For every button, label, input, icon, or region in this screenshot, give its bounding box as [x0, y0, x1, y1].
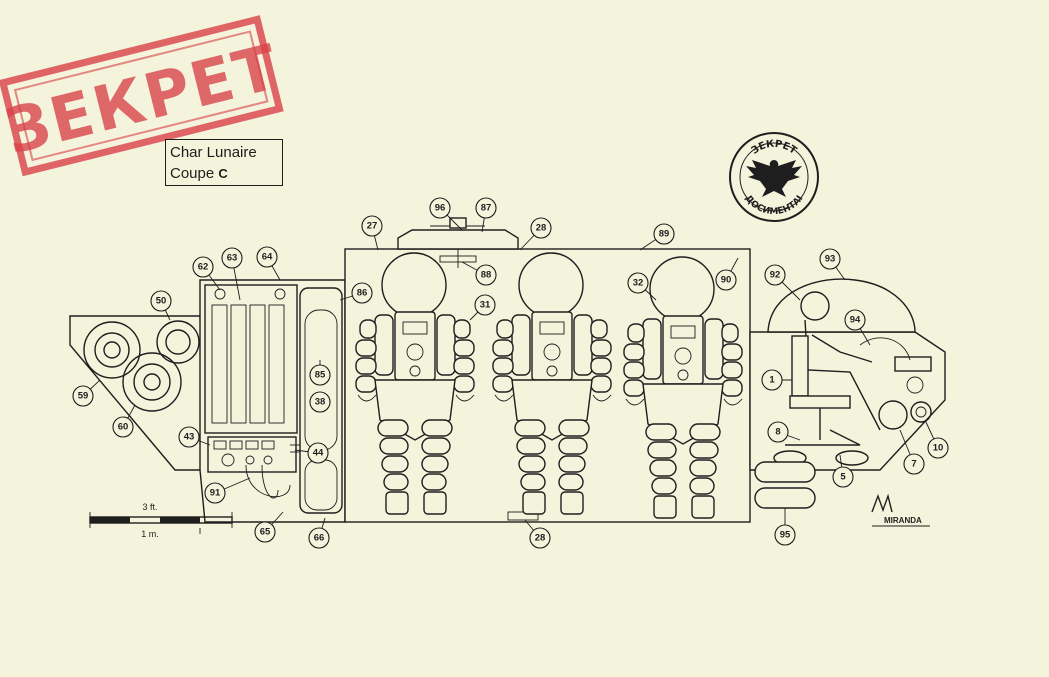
callout-60: 60 [112, 416, 134, 438]
callout-62: 62 [192, 256, 214, 278]
scale-bar: 3 ft. 1 m. [89, 502, 233, 539]
callout-number: 87 [481, 203, 492, 214]
callout-86: 86 [351, 282, 373, 304]
svg-text:ЗЕКРЕТ: ЗЕКРЕТ [750, 139, 799, 157]
callout-91: 91 [204, 482, 226, 504]
callout-28: 28 [529, 527, 551, 549]
callout-10: 10 [927, 437, 949, 459]
title-line-2: Coupe C [170, 163, 278, 184]
callout-63: 63 [221, 247, 243, 269]
callout-number: 5 [840, 472, 846, 483]
seal-emblem: ЗЕКРЕТ ДОСИМЕНТАІ [729, 132, 819, 222]
callout-93: 93 [819, 248, 841, 270]
scale-meter-label: 1 m. [141, 529, 159, 539]
callout-38: 38 [309, 391, 331, 413]
callout-number: 95 [780, 530, 791, 541]
signature-text: MIRANDA [884, 516, 922, 525]
callout-50: 50 [150, 290, 172, 312]
callout-number: 88 [481, 270, 492, 281]
callout-number: 94 [850, 315, 861, 326]
callout-96: 96 [429, 197, 451, 219]
callout-number: 10 [933, 443, 944, 454]
callout-number: 1 [769, 375, 775, 386]
pilot-figure [785, 291, 932, 446]
callout-7: 7 [903, 453, 925, 475]
callout-28: 28 [530, 217, 552, 239]
callout-89: 89 [653, 223, 675, 245]
callout-number: 28 [535, 533, 546, 544]
callout-number: 93 [825, 254, 836, 265]
title-line-2-prefix: Coupe [170, 165, 215, 182]
callout-number: 60 [118, 422, 129, 433]
callout-1: 1 [761, 369, 783, 391]
callout-85: 85 [309, 364, 331, 386]
callout-number: 50 [156, 296, 167, 307]
callout-number: 43 [184, 432, 195, 443]
callout-number: 27 [367, 221, 378, 232]
callout-number: 65 [260, 527, 271, 538]
callout-65: 65 [254, 521, 276, 543]
callout-66: 66 [308, 527, 330, 549]
callout-59: 59 [72, 385, 94, 407]
callout-number: 7 [911, 459, 916, 470]
callout-94: 94 [844, 309, 866, 331]
callout-8: 8 [767, 421, 789, 443]
callout-number: 62 [198, 262, 209, 273]
callout-number: 64 [262, 252, 273, 263]
callout-92: 92 [764, 264, 786, 286]
callout-number: 85 [315, 370, 326, 381]
callout-number: 31 [480, 300, 491, 311]
callout-95: 95 [774, 524, 796, 546]
artist-signature: MIRANDA [871, 493, 930, 527]
callout-number: 28 [536, 223, 547, 234]
callout-5: 5 [832, 466, 854, 488]
callout-number: 38 [315, 397, 326, 408]
callout-number: 91 [210, 488, 221, 499]
callout-32: 32 [627, 272, 649, 294]
callout-number: 89 [659, 229, 670, 240]
callout-number: 92 [770, 270, 781, 281]
callout-31: 31 [474, 294, 496, 316]
title-line-2-letter: C [218, 166, 228, 181]
callout-90: 90 [715, 269, 737, 291]
title-box: Char Lunaire Coupe C [165, 139, 283, 186]
title-line-1: Char Lunaire [170, 144, 257, 161]
callout-64: 64 [256, 246, 278, 268]
scale-feet-label: 3 ft. [142, 502, 157, 512]
callout-44: 44 [307, 442, 329, 464]
callout-number: 66 [314, 533, 325, 544]
callout-number: 8 [775, 427, 780, 438]
callout-87: 87 [475, 197, 497, 219]
callout-27: 27 [361, 215, 383, 237]
callout-number: 86 [357, 288, 368, 299]
callout-number: 59 [78, 391, 89, 402]
callout-88: 88 [475, 264, 497, 286]
callout-number: 44 [313, 448, 324, 459]
callout-43: 43 [178, 426, 200, 448]
callout-number: 90 [721, 275, 732, 286]
callout-number: 32 [633, 278, 644, 289]
callout-number: 96 [435, 203, 446, 214]
astronaut-figure [355, 252, 475, 515]
callout-number: 63 [227, 253, 238, 264]
